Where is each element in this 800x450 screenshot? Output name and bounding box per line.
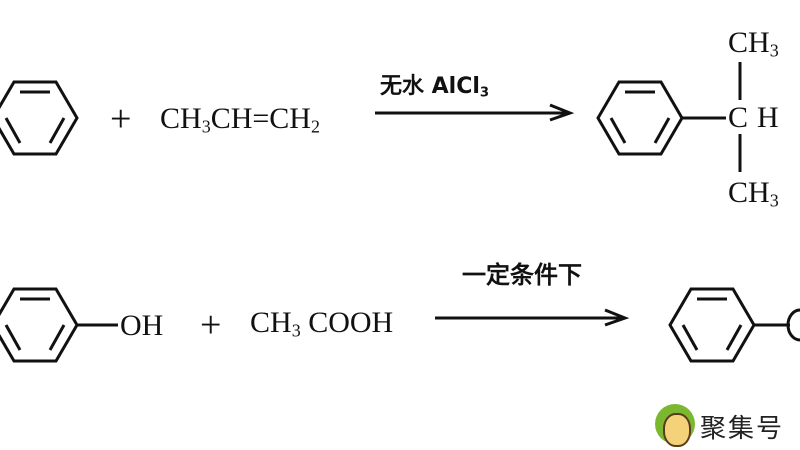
formula-part: COOH (300, 306, 394, 339)
methyl-top: CH3 (728, 28, 779, 60)
formula-part: CH (728, 26, 770, 59)
reactant-propene: CH3CH=CH2 (160, 104, 320, 136)
benzene-ring-2 (0, 287, 118, 363)
reactant-acetic-acid: CH3 COOH (250, 308, 393, 340)
subscript: 3 (201, 116, 211, 137)
subscript: 3 (291, 320, 301, 341)
benzene-ring-product-2 (668, 287, 800, 363)
watermark-logo: 聚集号 (655, 400, 800, 448)
hydrogen-label: H (757, 101, 779, 134)
watermark-text: 聚集号 (700, 414, 785, 444)
condition-label-1: 无水 AlCl3 (380, 76, 489, 100)
subscript: 3 (479, 85, 490, 101)
formula-part: CH=CH (210, 102, 311, 135)
mascot-icon (655, 404, 695, 447)
plus-sign-1: + (110, 98, 132, 140)
formula-part: CH (160, 102, 202, 135)
subscript: 3 (769, 190, 779, 211)
methyl-bottom: CH3 (728, 178, 779, 210)
hydroxyl-label: OH (120, 309, 164, 342)
subscript: 3 (769, 40, 779, 61)
condition-label-2: 一定条件下 (462, 261, 582, 289)
subscript: 2 (310, 116, 320, 137)
benzene-ring-product-1 (596, 62, 742, 172)
benzene-ring-1 (0, 80, 79, 156)
condition-text: 无水 AlCl (380, 74, 480, 99)
plus-sign-2: + (200, 304, 222, 346)
formula-part: CH (250, 306, 292, 339)
formula-part: CH (728, 176, 770, 209)
carbon-label: C (728, 101, 749, 134)
